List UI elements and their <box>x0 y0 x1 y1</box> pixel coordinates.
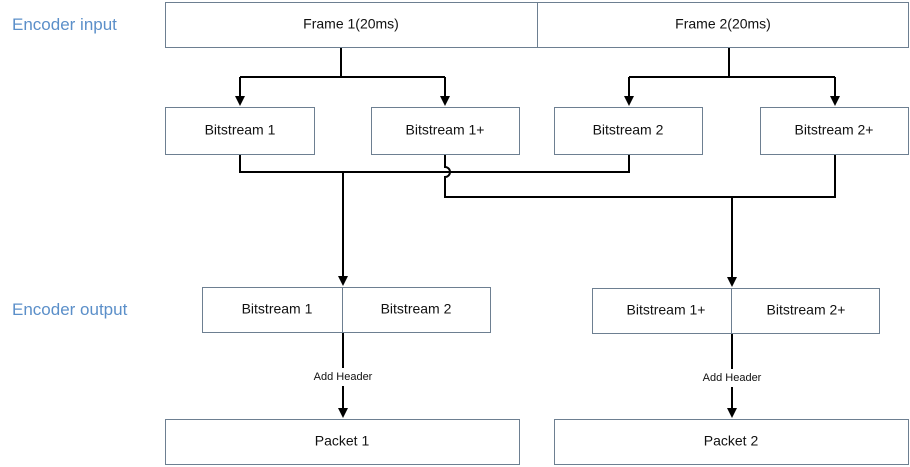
right-output-group: Bitstream 1+ Bitstream 2+ <box>592 288 880 334</box>
left-header-label-bg <box>305 369 383 385</box>
encoder-output-label: Encoder output <box>12 300 128 319</box>
right-add-header-label: Add Header <box>703 372 762 384</box>
bitstream-2-label: Bitstream 2 <box>593 122 664 138</box>
left-output-group: Bitstream 1 Bitstream 2 <box>202 287 491 333</box>
left-add-header-label: Add Header <box>314 371 373 383</box>
right-output-bitstream-1plus-label: Bitstream 1+ <box>627 302 706 318</box>
right-output-bitstream-2plus-label: Bitstream 2+ <box>767 302 846 318</box>
encoder-input-label: Encoder input <box>12 15 117 34</box>
bitstream-1plus-label: Bitstream 1+ <box>406 122 485 138</box>
right-header-label-bg <box>694 370 772 386</box>
left-output-bitstream-2-label: Bitstream 2 <box>381 301 452 317</box>
packet-2-label: Packet 2 <box>704 433 759 449</box>
bitstream-2-box: Bitstream 2 <box>554 107 703 155</box>
frame-2-label: Frame 2(20ms) <box>675 16 771 32</box>
bitstream-1-label: Bitstream 1 <box>205 122 276 138</box>
frame-1-box: Frame 1(20ms) <box>165 2 538 48</box>
left-output-bitstream-1-label: Bitstream 1 <box>242 301 313 317</box>
bitstream-1-box: Bitstream 1 <box>165 107 315 155</box>
frame-2-box: Frame 2(20ms) <box>537 2 909 48</box>
bitstream-2plus-box: Bitstream 2+ <box>760 107 909 155</box>
combine-base-wire <box>239 155 630 173</box>
right-output-bitstream-1plus-box <box>592 288 732 334</box>
bitstream-2plus-label: Bitstream 2+ <box>795 122 874 138</box>
combine-enhanced-wire <box>444 155 836 198</box>
frame-1-label: Frame 1(20ms) <box>303 16 399 32</box>
bitstream-1plus-box: Bitstream 1+ <box>371 107 520 155</box>
packet-1-box: Packet 1 <box>165 419 520 465</box>
right-output-bitstream-2plus-box <box>731 288 880 334</box>
packet-1-label: Packet 1 <box>315 433 370 449</box>
left-output-bitstream-1-box <box>202 287 343 333</box>
left-output-bitstream-2-box <box>342 287 491 333</box>
packet-2-box: Packet 2 <box>554 419 909 465</box>
